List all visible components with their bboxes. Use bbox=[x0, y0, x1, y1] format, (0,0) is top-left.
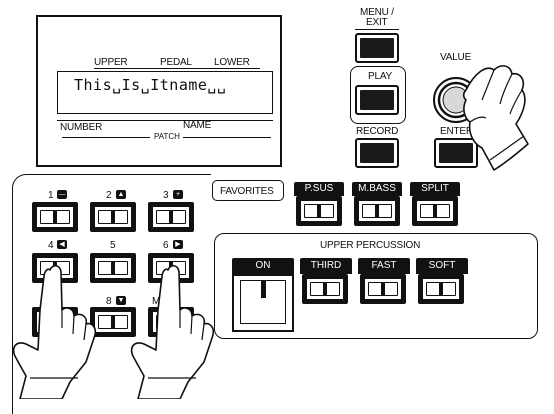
lcd-header-rule bbox=[94, 68, 260, 69]
percussion-third-button[interactable] bbox=[302, 274, 348, 304]
lcd-patch-rule-left bbox=[62, 137, 150, 138]
favorite-button-1[interactable] bbox=[32, 202, 78, 232]
soft-tab: SOFT bbox=[416, 258, 468, 274]
favorite-button-3[interactable] bbox=[148, 202, 194, 232]
favorite-button-2[interactable] bbox=[90, 202, 136, 232]
play-button[interactable] bbox=[355, 85, 399, 115]
on-indicator bbox=[261, 280, 266, 298]
record-button[interactable] bbox=[355, 138, 399, 168]
psus-button[interactable] bbox=[296, 196, 342, 226]
fast-tab: FAST bbox=[358, 258, 410, 274]
lcd-panel bbox=[36, 15, 282, 167]
favorite-5-number: 5 bbox=[110, 240, 116, 251]
minus-icon: — bbox=[57, 190, 67, 199]
enter-label: ENTER bbox=[440, 126, 473, 137]
lcd-footer-patch: PATCH bbox=[154, 132, 180, 141]
value-label: VALUE bbox=[440, 52, 472, 63]
lcd-patch-rule-right bbox=[183, 137, 271, 138]
plus-icon: + bbox=[173, 190, 183, 199]
lcd-footer-number: NUMBER bbox=[60, 122, 103, 133]
menu-exit-label-1: MENU / bbox=[360, 7, 394, 18]
left-hand-illustration bbox=[12, 264, 97, 399]
right-triangle-icon: ▶ bbox=[173, 240, 183, 249]
favorite-1-number: 1 bbox=[48, 190, 54, 201]
lcd-header-upper: UPPER bbox=[94, 57, 128, 68]
menu-exit-label-2: EXIT bbox=[366, 17, 388, 28]
favorite-3-number: 3 bbox=[163, 190, 169, 201]
psus-tab: P.SUS bbox=[294, 182, 344, 196]
favorite-8-number: 8 bbox=[106, 296, 112, 307]
mbass-tab: M.BASS bbox=[352, 182, 402, 196]
third-tab: THIRD bbox=[300, 258, 352, 274]
percussion-on-button[interactable] bbox=[232, 274, 294, 332]
play-label: PLAY bbox=[368, 71, 393, 82]
lcd-header-lower: LOWER bbox=[214, 57, 250, 68]
down-triangle-icon: ▼ bbox=[116, 296, 126, 305]
favorites-title: FAVORITES bbox=[220, 186, 274, 197]
favorite-4-number: 4 bbox=[48, 240, 54, 251]
split-tab: SPLIT bbox=[410, 182, 460, 196]
favorite-6-number: 6 bbox=[163, 240, 169, 251]
upper-percussion-frame bbox=[214, 233, 538, 339]
left-triangle-icon: ◀ bbox=[57, 240, 67, 249]
percussion-soft-button[interactable] bbox=[418, 274, 464, 304]
lcd-footer-rule bbox=[57, 120, 273, 121]
mbass-button[interactable] bbox=[354, 196, 400, 226]
favorite-2-number: 2 bbox=[106, 190, 112, 201]
play-frame bbox=[350, 66, 406, 124]
favorites-title-box bbox=[212, 180, 284, 201]
split-button[interactable] bbox=[412, 196, 458, 226]
favorite-button-5[interactable] bbox=[90, 253, 136, 283]
lcd-screen bbox=[57, 71, 273, 114]
on-tab: ON bbox=[232, 258, 294, 274]
upper-percussion-title: UPPER PERCUSSION bbox=[320, 240, 421, 251]
menu-exit-underline bbox=[355, 29, 399, 30]
lcd-header-pedal: PEDAL bbox=[160, 57, 192, 68]
up-triangle-icon: ▲ bbox=[116, 190, 126, 199]
record-label: RECORD bbox=[356, 126, 399, 137]
value-knob[interactable] bbox=[424, 60, 554, 180]
percussion-fast-button[interactable] bbox=[360, 274, 406, 304]
enter-button[interactable] bbox=[434, 138, 478, 168]
favorite-button-8[interactable] bbox=[90, 307, 136, 337]
favorites-frame bbox=[12, 174, 211, 414]
right-hand-illustration bbox=[130, 264, 215, 399]
menu-exit-button[interactable] bbox=[355, 33, 399, 63]
lcd-footer-name: NAME bbox=[183, 120, 212, 131]
lcd-display-text: This␣Is␣Itname␣␣ bbox=[74, 76, 227, 94]
